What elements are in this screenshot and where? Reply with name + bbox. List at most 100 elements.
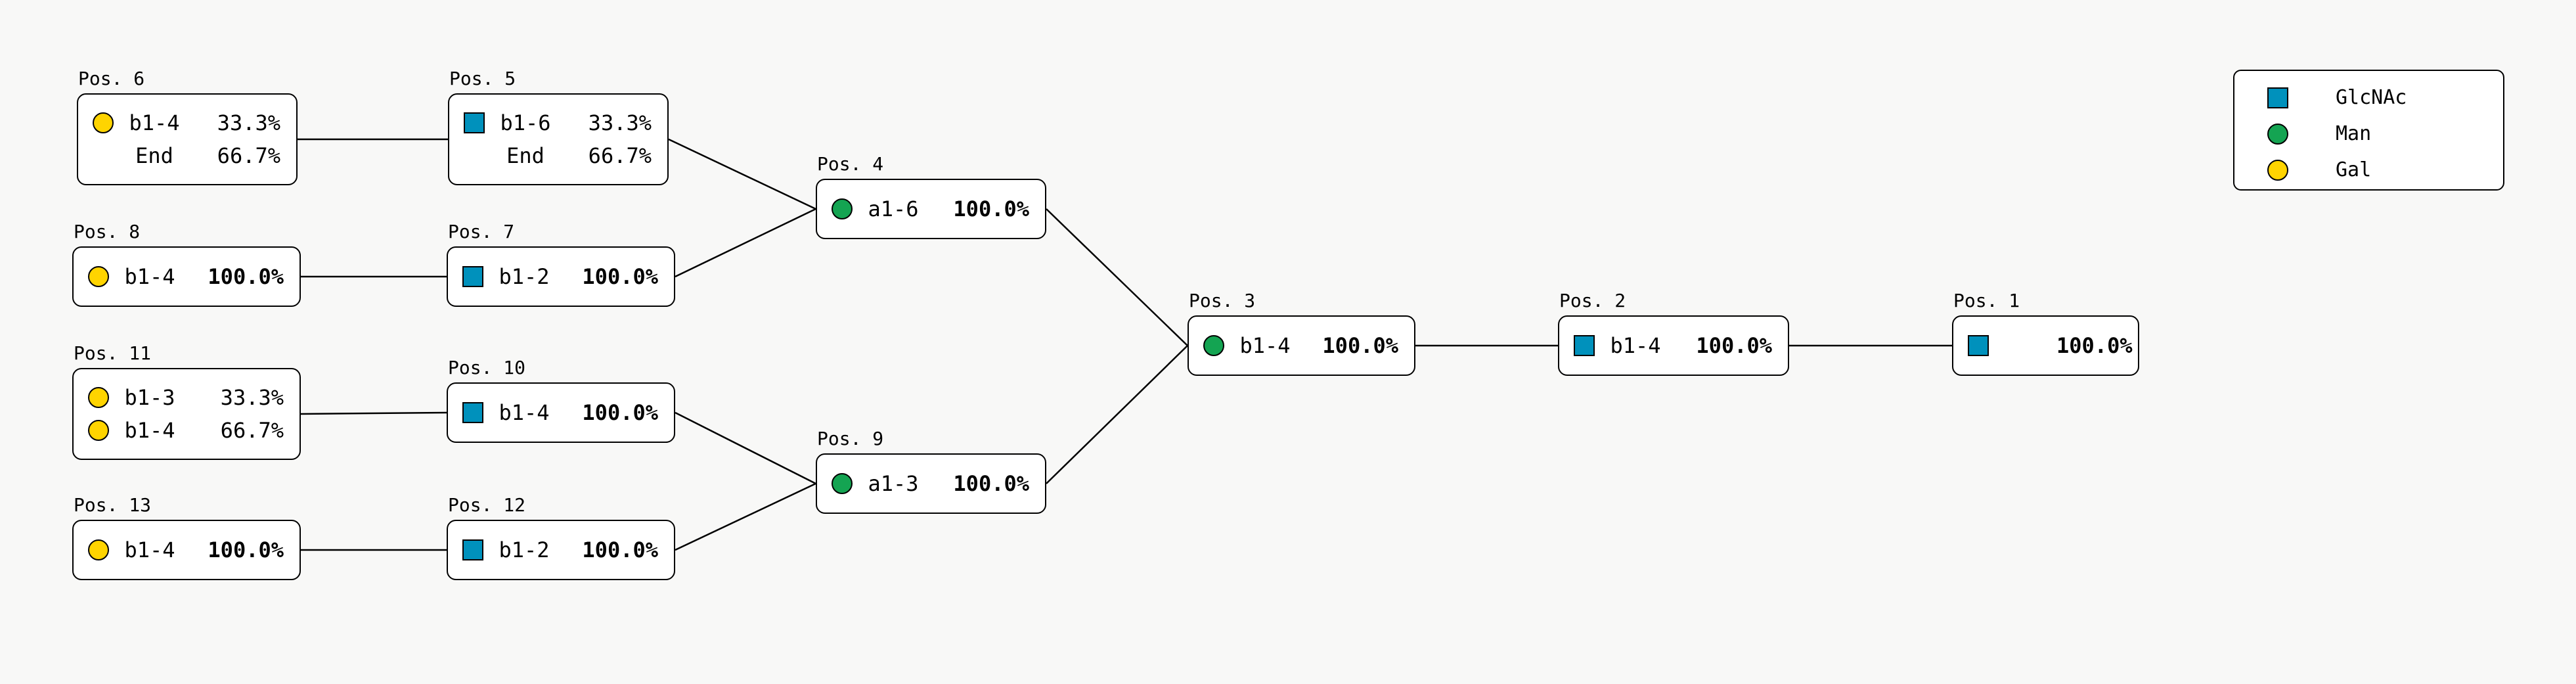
percentage-label: 100.0% — [953, 196, 1029, 221]
node-row: b1-4 66.7% — [74, 414, 300, 447]
gal-icon — [88, 266, 109, 287]
percentage-label: 66.7% — [588, 143, 652, 168]
node-title: Pos. 10 — [448, 357, 526, 378]
gal-legend-icon — [2267, 159, 2288, 181]
glcnac-icon — [1574, 335, 1595, 356]
icon-cell — [1968, 335, 2003, 356]
icon-cell — [93, 145, 127, 166]
node-pos-13: Pos. 13 b1-4 100.0% — [72, 496, 301, 580]
icon-cell — [464, 145, 499, 166]
percentage-label: 100.0% — [208, 264, 284, 289]
icon-cell — [88, 539, 123, 560]
bond-label: b1-2 — [499, 264, 550, 289]
node-pos-10: Pos. 10 b1-4 100.0% — [447, 359, 675, 443]
node-title: Pos. 12 — [448, 494, 526, 516]
node-row: b1-4 100.0% — [1559, 329, 1788, 362]
node-box: b1-4 100.0% — [72, 520, 301, 580]
edge-pos4-pos3 — [1046, 208, 1188, 346]
percentage-label: 100.0% — [208, 537, 284, 562]
icon-cell — [93, 112, 127, 133]
icon-cell — [1203, 335, 1238, 356]
bond-label: b1-3 — [124, 385, 175, 410]
node-row: b1-4 100.0% — [1189, 329, 1414, 362]
gal-icon — [88, 539, 109, 560]
node-row: b1-2 100.0% — [448, 534, 674, 566]
node-pos-9: Pos. 9 a1-3 100.0% — [816, 430, 1046, 514]
node-row: b1-4 33.3% — [78, 106, 296, 139]
man-icon — [1203, 335, 1224, 356]
icon-cell — [462, 402, 497, 423]
bond-label: b1-4 — [1239, 333, 1291, 358]
node-box: b1-6 33.3% End 66.7% — [448, 93, 669, 185]
node-row: b1-3 33.3% — [74, 381, 300, 414]
edge-pos12-pos9 — [675, 482, 816, 551]
percentage-label: 66.7% — [217, 143, 280, 168]
percentage-label: 33.3% — [217, 110, 280, 135]
glcnac-icon — [462, 402, 483, 423]
bond-label: End — [135, 143, 173, 168]
icon-cell — [1574, 335, 1609, 356]
node-row: End 66.7% — [449, 139, 667, 172]
glcnac-icon — [462, 266, 483, 287]
node-box: a1-3 100.0% — [816, 453, 1046, 514]
edge-pos7-pos4 — [675, 208, 816, 278]
gal-icon — [93, 112, 114, 133]
node-box: b1-2 100.0% — [447, 520, 675, 580]
legend-label: Man — [2336, 122, 2372, 145]
icon-cell — [462, 266, 497, 287]
node-pos-8: Pos. 8 b1-4 100.0% — [72, 223, 301, 307]
edge-pos5-pos4 — [668, 138, 816, 210]
icon-cell — [832, 473, 866, 494]
node-title: Pos. 6 — [78, 68, 145, 89]
node-row: b1-2 100.0% — [448, 260, 674, 293]
legend-item: Gal — [2234, 152, 2503, 188]
node-pos-11: Pos. 11 b1-3 33.3% b1-4 66.7% — [72, 344, 301, 460]
node-pos-7: Pos. 7 b1-2 100.0% — [447, 223, 675, 307]
percentage-label: 100.0% — [582, 537, 658, 562]
node-title: Pos. 2 — [1559, 290, 1626, 311]
man-icon — [832, 198, 853, 219]
gal-icon — [88, 420, 109, 441]
node-box: b1-4 100.0% — [72, 246, 301, 307]
legend-label: GlcNAc — [2336, 86, 2407, 109]
bond-label: b1-2 — [499, 537, 550, 562]
percentage-label: 100.0% — [2056, 333, 2133, 358]
node-row: b1-4 100.0% — [74, 260, 300, 293]
percentage-label: 100.0% — [1322, 333, 1398, 358]
edge-pos11-pos10 — [300, 411, 447, 415]
node-box: b1-3 33.3% b1-4 66.7% — [72, 368, 301, 460]
bond-label: b1-4 — [124, 537, 175, 562]
glcnac-icon — [464, 112, 485, 133]
node-row: b1-4 100.0% — [448, 396, 674, 429]
gal-icon — [88, 387, 109, 408]
node-title: Pos. 8 — [74, 221, 141, 242]
legend-label: Gal — [2336, 158, 2372, 181]
glcnac-icon — [1968, 335, 1989, 356]
legend-item: Man — [2234, 116, 2503, 152]
icon-cell — [832, 198, 866, 219]
node-box: b1-4 100.0% — [1558, 315, 1789, 376]
bond-label: End — [506, 143, 544, 168]
node-pos-5: Pos. 5 b1-6 33.3% End 66.7% — [448, 70, 669, 185]
node-pos-1: Pos. 1 100.0% — [1952, 292, 2139, 376]
legend-item: GlcNAc — [2234, 80, 2503, 116]
node-pos-6: Pos. 6 b1-4 33.3% End 66.7% — [77, 70, 298, 185]
node-row: b1-4 100.0% — [74, 534, 300, 566]
node-pos-12: Pos. 12 b1-2 100.0% — [447, 496, 675, 580]
percentage-label: 100.0% — [582, 264, 658, 289]
bond-label: b1-4 — [1610, 333, 1661, 358]
node-title: Pos. 7 — [448, 221, 515, 242]
bond-label: a1-6 — [868, 196, 919, 221]
icon-cell — [88, 420, 123, 441]
glcnac-legend-icon — [2267, 87, 2288, 108]
icon-cell — [464, 112, 499, 133]
node-box: b1-4 100.0% — [447, 382, 675, 443]
percentage-label: 100.0% — [582, 400, 658, 425]
node-pos-2: Pos. 2 b1-4 100.0% — [1558, 292, 1789, 376]
bond-label: b1-4 — [499, 400, 550, 425]
percentage-label: 100.0% — [1696, 333, 1772, 358]
node-pos-4: Pos. 4 a1-6 100.0% — [816, 155, 1046, 239]
bond-label: b1-6 — [500, 110, 551, 135]
